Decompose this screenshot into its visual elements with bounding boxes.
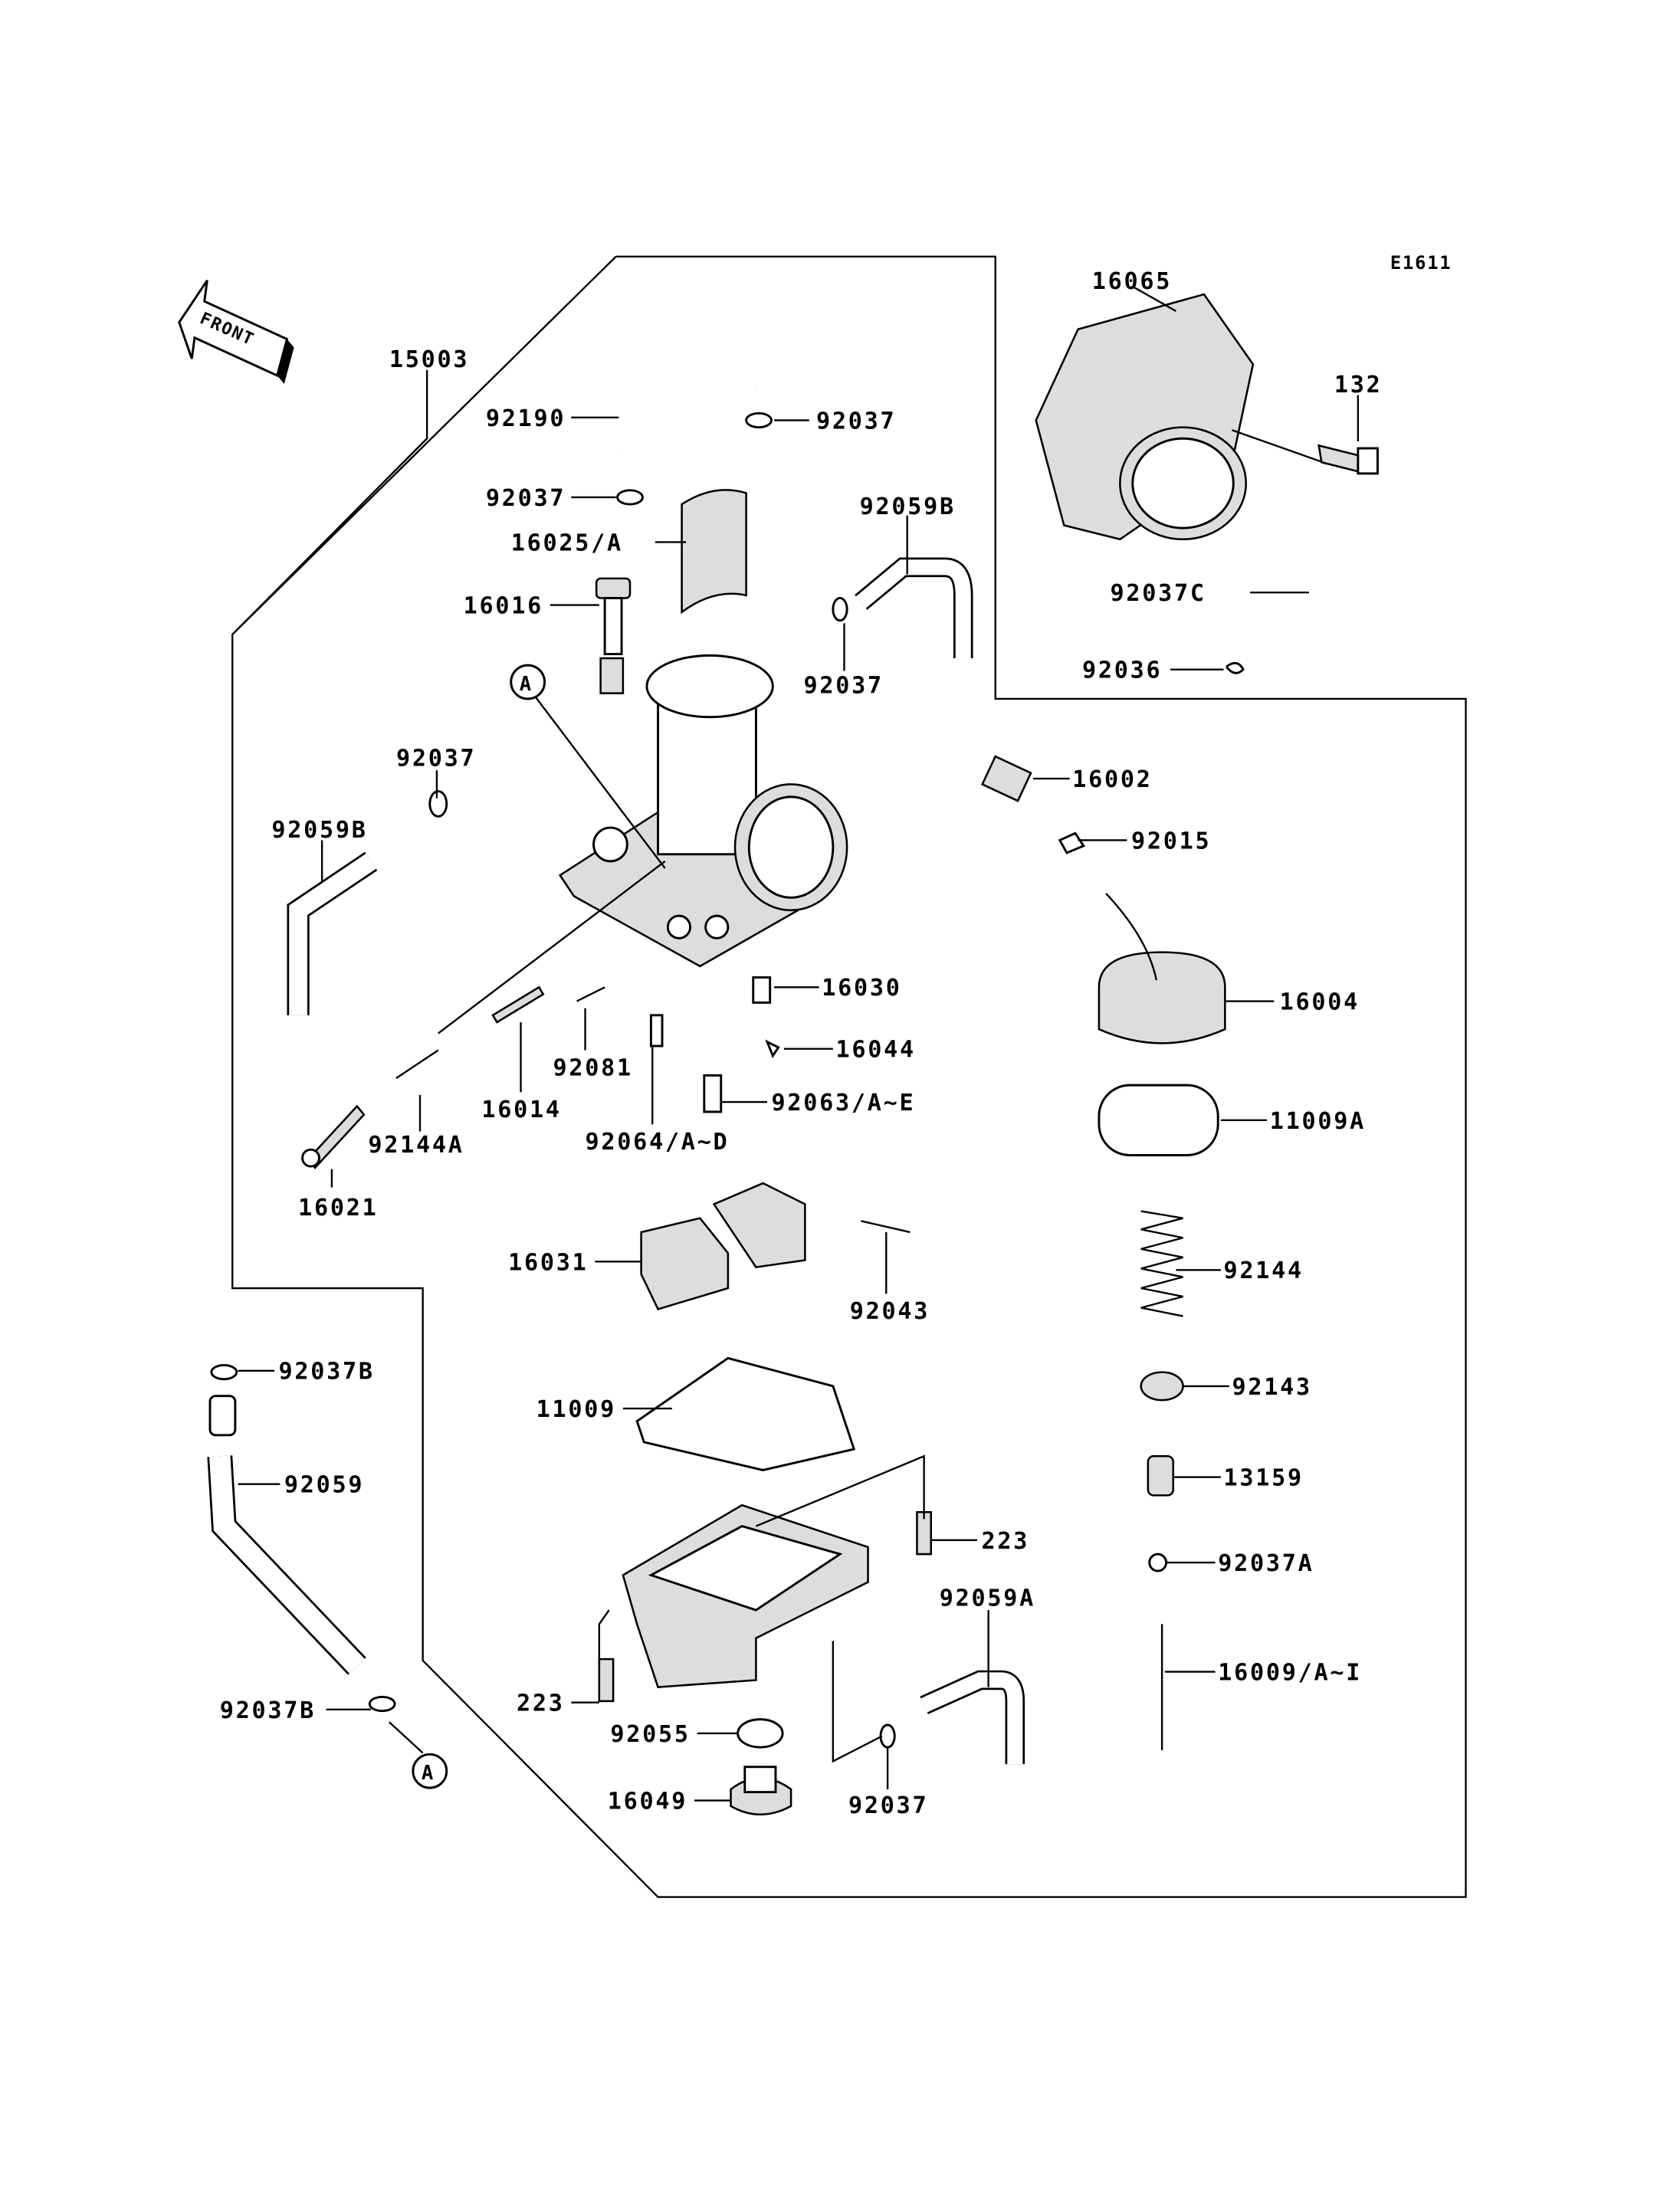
part-number-label: 132 xyxy=(1334,372,1383,398)
part-number-label: 92037B xyxy=(220,1697,316,1724)
leader-lines xyxy=(231,286,1360,1802)
part-number-label: 92037 xyxy=(816,408,896,434)
part-number-label: 92037 xyxy=(396,746,476,772)
part-number-label: 92081 xyxy=(553,1054,633,1081)
part-number-label: 92059B xyxy=(271,817,367,844)
part-number-label: 16030 xyxy=(822,975,901,1002)
svg-text:A: A xyxy=(520,673,533,696)
reference-marker-a-top: A xyxy=(510,664,546,700)
part-number-labels: 16065 132 15003 92190 92037 92037 16025/A 92059… xyxy=(220,268,1383,1819)
part-number-label: 92144A xyxy=(368,1132,464,1159)
part-number-label: 92055 xyxy=(610,1721,690,1748)
part-number-label: 223 xyxy=(517,1690,565,1717)
part-number-label: 16049 xyxy=(608,1789,687,1815)
part-drawings xyxy=(207,279,1411,1816)
part-number-label: 16044 xyxy=(836,1037,916,1064)
part-number-label: 92037B xyxy=(279,1359,375,1385)
part-number-label: 16021 xyxy=(298,1195,378,1221)
part-number-label: 92037A xyxy=(1218,1550,1314,1577)
part-number-label: 16004 xyxy=(1280,989,1360,1016)
part-number-label: 92015 xyxy=(1131,828,1211,854)
part-number-label: 92037C xyxy=(1111,580,1206,607)
part-number-label: 92059 xyxy=(284,1472,364,1499)
part-number-label: 16009/A~I xyxy=(1218,1659,1362,1686)
part-number-label: 13159 xyxy=(1224,1465,1304,1492)
part-number-label: 16031 xyxy=(508,1249,588,1276)
part-number-label: 16014 xyxy=(481,1097,561,1123)
part-number-label: 92059A xyxy=(940,1585,1035,1612)
part-number-label: 92190 xyxy=(486,405,566,432)
diagram-code: E1611 xyxy=(1390,252,1452,274)
reference-marker-a-bottom: A xyxy=(412,1753,448,1789)
part-number-label: 92037 xyxy=(848,1792,928,1819)
part-number-label: 92043 xyxy=(850,1298,930,1325)
part-number-label: 92064/A~D xyxy=(586,1129,730,1156)
part-number-label: 92143 xyxy=(1232,1374,1311,1401)
front-arrow-icon: FRONT xyxy=(178,280,294,384)
assembly-boundary xyxy=(231,255,1467,1898)
part-number-label: 92059B xyxy=(860,494,956,520)
part-number-label: 92037 xyxy=(804,673,884,700)
part-number-label: 11009A xyxy=(1270,1108,1366,1135)
part-number-label: 16002 xyxy=(1072,766,1152,793)
part-number-label: 11009 xyxy=(536,1396,616,1423)
part-number-label: 92063/A~E xyxy=(771,1090,915,1117)
svg-text:A: A xyxy=(422,1762,435,1785)
part-number-label: 16065 xyxy=(1092,268,1172,295)
part-number-label: 92037 xyxy=(486,485,566,512)
part-number-label: 92036 xyxy=(1082,657,1162,684)
part-number-label: 16016 xyxy=(464,593,543,620)
part-number-label: 15003 xyxy=(389,346,469,373)
part-number-label: 92144 xyxy=(1224,1258,1304,1284)
part-number-label: 223 xyxy=(981,1528,1029,1555)
part-number-label: 16025/A xyxy=(511,530,623,556)
